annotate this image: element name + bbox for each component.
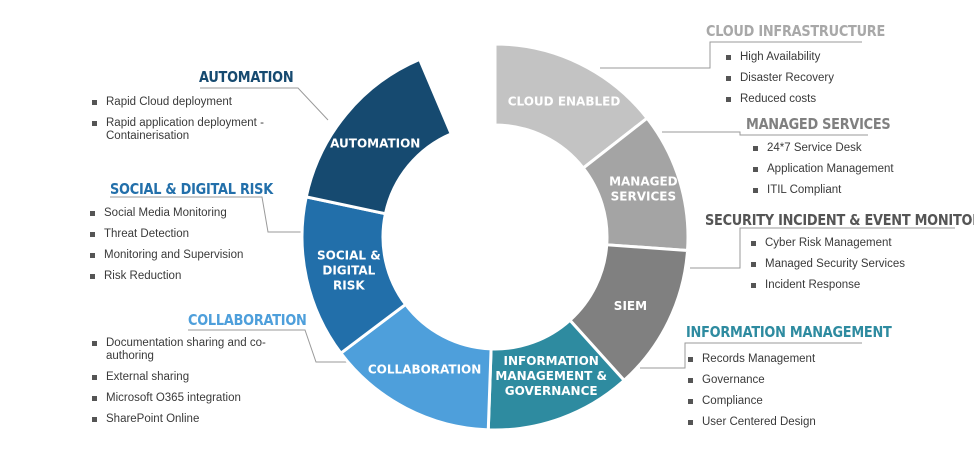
segment-label-line: MANAGEMENT & xyxy=(495,369,607,383)
list-item: Documentation sharing and co-authoring xyxy=(90,337,280,363)
segment-label-automation: AUTOMATION xyxy=(330,136,420,150)
siem-heading: SECURITY INCIDENT & EVENT MONITORING xyxy=(705,211,974,229)
list-item: User Centered Design xyxy=(686,416,886,429)
managed-services-heading: MANAGED SERVICES xyxy=(746,115,891,133)
list-item: Reduced costs xyxy=(724,93,924,106)
connector-information-management xyxy=(640,342,862,369)
list-item: ITIL Compliant xyxy=(751,184,951,197)
segment-label-line: RISK xyxy=(333,279,365,293)
list-item: Governance xyxy=(686,374,886,387)
social-digital-risk-heading: SOCIAL & DIGITAL RISK xyxy=(110,180,273,198)
list-item: Monitoring and Supervision xyxy=(88,249,278,262)
list-item: Compliance xyxy=(686,395,886,408)
cloud-infrastructure-heading: CLOUD INFRASTRUCTURE xyxy=(706,22,886,40)
segment-automation xyxy=(304,57,454,216)
list-item: High Availability xyxy=(724,51,924,64)
automation-heading: AUTOMATION xyxy=(199,68,294,86)
list-item: Threat Detection xyxy=(88,228,278,241)
segment-label-siem: SIEM xyxy=(614,299,647,313)
segment-label-collaboration: COLLABORATION xyxy=(368,362,481,376)
segment-label-line: SIEM xyxy=(614,299,647,313)
segment-label-line: SOCIAL & xyxy=(317,249,381,263)
list-item: Application Management xyxy=(751,163,951,176)
list-item: Social Media Monitoring xyxy=(88,207,278,220)
connector-managed-services xyxy=(662,131,868,136)
list-item: Incident Response xyxy=(749,279,959,292)
connector-collaboration xyxy=(188,329,355,363)
list-item: Records Management xyxy=(686,353,886,366)
segment-label-line: GOVERNANCE xyxy=(505,384,598,398)
segment-label-line: CLOUD ENABLED xyxy=(508,95,621,109)
segment-label-line: INFORMATION xyxy=(504,354,599,368)
list-item: Managed Security Services xyxy=(749,258,959,271)
list-item: Disaster Recovery xyxy=(724,72,924,85)
list-item: 24*7 Service Desk xyxy=(751,142,951,155)
connector-siem xyxy=(690,227,955,269)
segment-label-cloud-enabled: CLOUD ENABLED xyxy=(508,95,621,109)
segment-label-line: MANAGED xyxy=(609,174,678,188)
segment-label-line: AUTOMATION xyxy=(330,136,420,150)
information-management-heading: INFORMATION MANAGEMENT xyxy=(686,323,892,341)
collaboration-heading: COLLABORATION xyxy=(188,311,307,329)
list-item: Rapid application deployment - Container… xyxy=(90,117,280,143)
segment-label-line: SERVICES xyxy=(611,189,676,203)
list-item: Rapid Cloud deployment xyxy=(90,96,280,109)
connector-cloud-infrastructure xyxy=(600,41,862,69)
connector-social-digital-risk xyxy=(110,196,322,233)
list-item: SharePoint Online xyxy=(90,413,280,426)
segment-label-line: COLLABORATION xyxy=(368,362,481,376)
list-item: Cyber Risk Management xyxy=(749,237,959,250)
connector-automation xyxy=(200,87,329,121)
segment-label-line: DIGITAL xyxy=(322,264,375,278)
list-item: External sharing xyxy=(90,371,280,384)
list-item: Microsoft O365 integration xyxy=(90,392,280,405)
list-item: Risk Reduction xyxy=(88,270,278,283)
